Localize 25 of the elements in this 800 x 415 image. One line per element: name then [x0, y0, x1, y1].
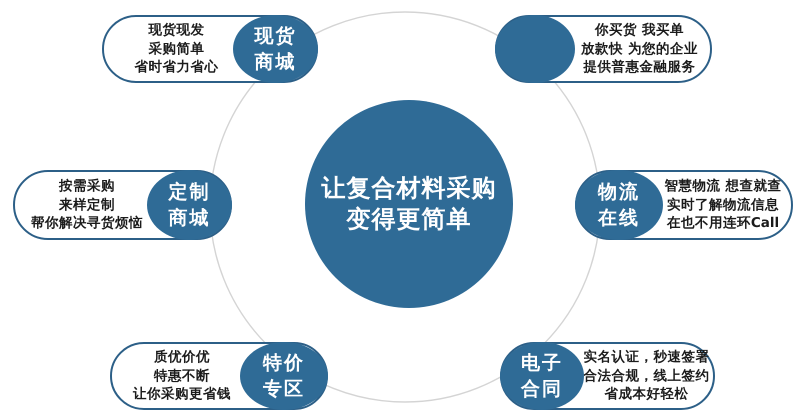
feature-title: 物流在线 — [597, 180, 641, 231]
slogan-text: 采购简单 — [148, 40, 204, 58]
slogan-text: 实名认证，秒速签署 — [584, 348, 710, 367]
description-pill — [102, 15, 318, 83]
feature-title: 电子合同 — [520, 351, 564, 402]
feature-title: 特价专区 — [262, 351, 306, 402]
feature-title: 现货商城 — [254, 24, 298, 75]
feature-circle — [233, 15, 318, 83]
slogan-text: 现货现发 — [148, 21, 204, 40]
hub-title: 让复合材料采购变得更简单 — [320, 173, 498, 235]
slogan-text: 特惠不断 — [154, 366, 210, 386]
slogan-text: 放款快 为您的企业 — [581, 40, 698, 58]
slogan-text: 按需采购 — [59, 177, 115, 196]
slogan-text: 让你采购更省钱 — [133, 385, 231, 404]
slogan-text: 实时了解物流信息 — [667, 196, 779, 214]
slogan-text: 省成本好轻松 — [604, 385, 688, 404]
feature-title: 定制商城 — [168, 180, 212, 231]
slogan-text: 帮你解决寻货烦恼 — [31, 214, 143, 233]
slogan-text: 在也不用连环Call — [666, 214, 780, 233]
slogan-text: 提供普惠金融服务 — [584, 58, 696, 77]
slogan-text: 来样定制 — [59, 196, 115, 214]
slogan-text: 省时省力省心 — [134, 58, 218, 77]
slogan-text: 智慧物流 想查就查 — [664, 177, 782, 196]
slogan-text: 质优价优 — [154, 348, 210, 367]
slogan-text: 你买货 我买单 — [595, 21, 684, 40]
